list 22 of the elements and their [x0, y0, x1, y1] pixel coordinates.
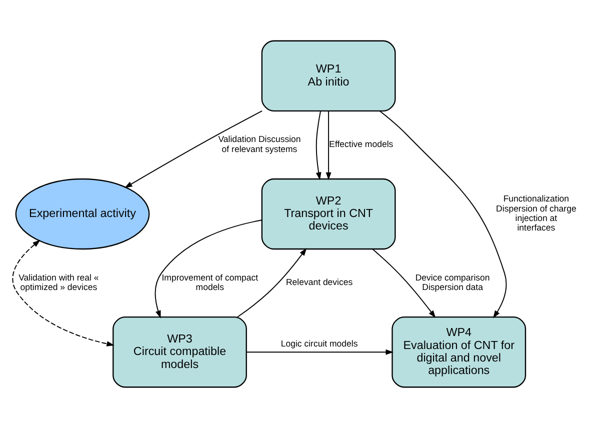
arrow: [316, 110, 322, 180]
arrow: [237, 248, 307, 318]
node-box: WP3 Circuit compatible models: [112, 316, 247, 388]
arrow: [124, 110, 263, 188]
arrow: [154, 220, 262, 318]
arrow: [372, 248, 436, 318]
edge-label: Device comparison Dispersion data: [415, 272, 490, 292]
arrow: [12, 240, 114, 346]
node-box: WP1 Ab initio: [261, 40, 396, 112]
edge-label: Validation Discussion of relevant systems: [218, 134, 301, 154]
edge-label: Functionalization Dispersion of charge injection at interfaces: [496, 194, 576, 233]
arrow: [246, 349, 394, 355]
edge-label: Validation with real « optimized » devices: [18, 272, 99, 292]
node-box: WP2 Transport in CNT devices: [261, 178, 396, 250]
arrow: [379, 110, 507, 318]
edge-label: Effective models: [329, 139, 394, 150]
edge-label: Logic circuit models: [280, 338, 358, 348]
node-box: WP4 Evaluation of CNT for digital and novel applications: [392, 316, 526, 388]
arrow: [326, 110, 332, 180]
node-ellipse: Experimental activity: [15, 178, 150, 250]
edge-label: Improvement of compact models: [162, 272, 258, 292]
edge-label: Relevant devices: [286, 277, 353, 288]
